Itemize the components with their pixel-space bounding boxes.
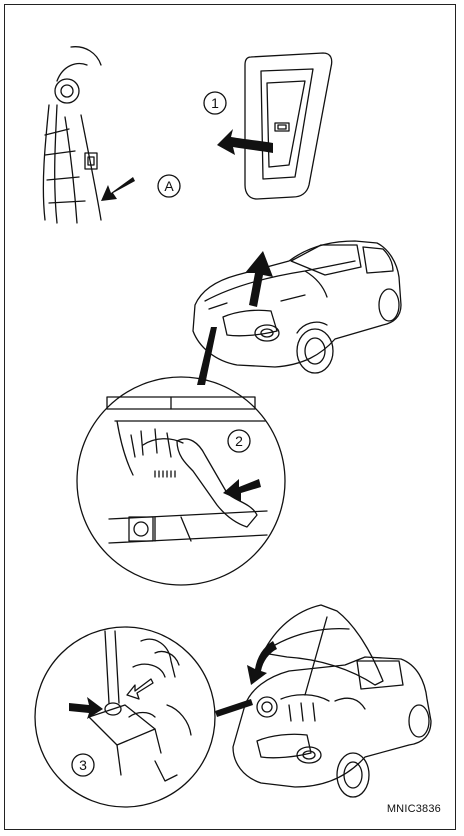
step-1-callout: 1: [204, 92, 226, 114]
step-2-callout: 2: [228, 430, 250, 452]
step-3-callout: 3: [72, 754, 94, 776]
hood-support-rod-zoom-icon: [35, 627, 215, 807]
reference-a-label: A: [164, 178, 174, 194]
step-1-label: 1: [211, 95, 219, 111]
push-arrow-icon: [101, 177, 135, 201]
zoom-pointer-3: [215, 699, 253, 717]
hood-release-lever-icon: [245, 53, 332, 199]
car-open-hood-icon: [233, 605, 431, 797]
hood-lift-arrow-icon: [245, 251, 273, 307]
interior-dash-panel: [43, 47, 101, 223]
diagram-frame: A 1: [4, 4, 456, 830]
figure-code: MNIC3836: [387, 803, 441, 815]
step-3-label: 3: [79, 757, 87, 773]
car-front-three-quarter-icon: [193, 241, 401, 373]
hood-latch-zoom-icon: [77, 377, 285, 585]
latch-push-arrow-icon: [223, 479, 261, 501]
reference-a-callout: A: [158, 175, 180, 197]
rod-push-arrow-icon: [69, 697, 103, 719]
hood-lower-arrow-icon: [247, 641, 277, 685]
hood-opening-illustration: A 1: [5, 5, 457, 831]
step-2-label: 2: [235, 433, 243, 449]
